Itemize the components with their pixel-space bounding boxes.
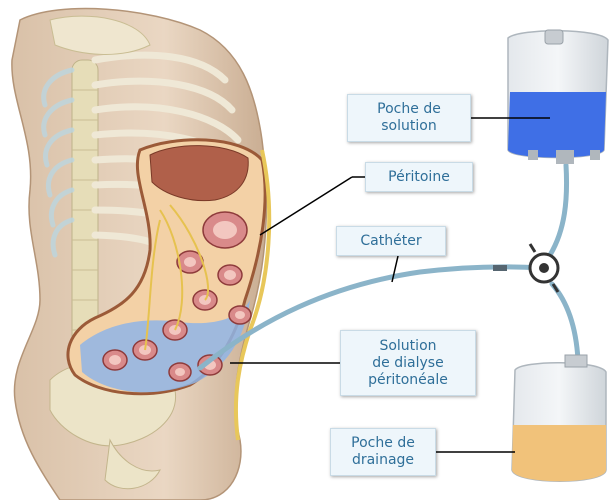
label-peritoine-text: Péritoine [388,169,450,186]
solution-bag [508,30,608,164]
outflow-tube [552,284,578,360]
torso-illustration [12,9,269,500]
label-solution-dialyse: Solution de dialyse péritonéale [340,330,476,396]
label-solution-dialyse-line3: péritonéale [368,372,448,389]
label-peritoine: Péritoine [365,162,473,192]
drainage-fill [512,425,606,481]
inflow-tube [550,165,567,255]
drainage-bag [512,355,606,481]
label-catheter: Cathéter [336,226,446,256]
label-solution-dialyse-line1: Solution [379,338,436,355]
label-poche-solution-line1: Poche de [377,101,441,118]
label-poche-solution-line2: solution [381,118,436,135]
solution-fill [508,92,606,158]
label-poche-solution: Poche de solution [347,94,471,142]
label-poche-drainage: Poche de drainage [330,428,436,476]
label-catheter-text: Cathéter [360,233,421,250]
label-solution-dialyse-line2: de dialyse [372,355,443,372]
label-poche-drainage-line2: drainage [352,452,414,469]
label-poche-drainage-line1: Poche de [351,435,415,452]
